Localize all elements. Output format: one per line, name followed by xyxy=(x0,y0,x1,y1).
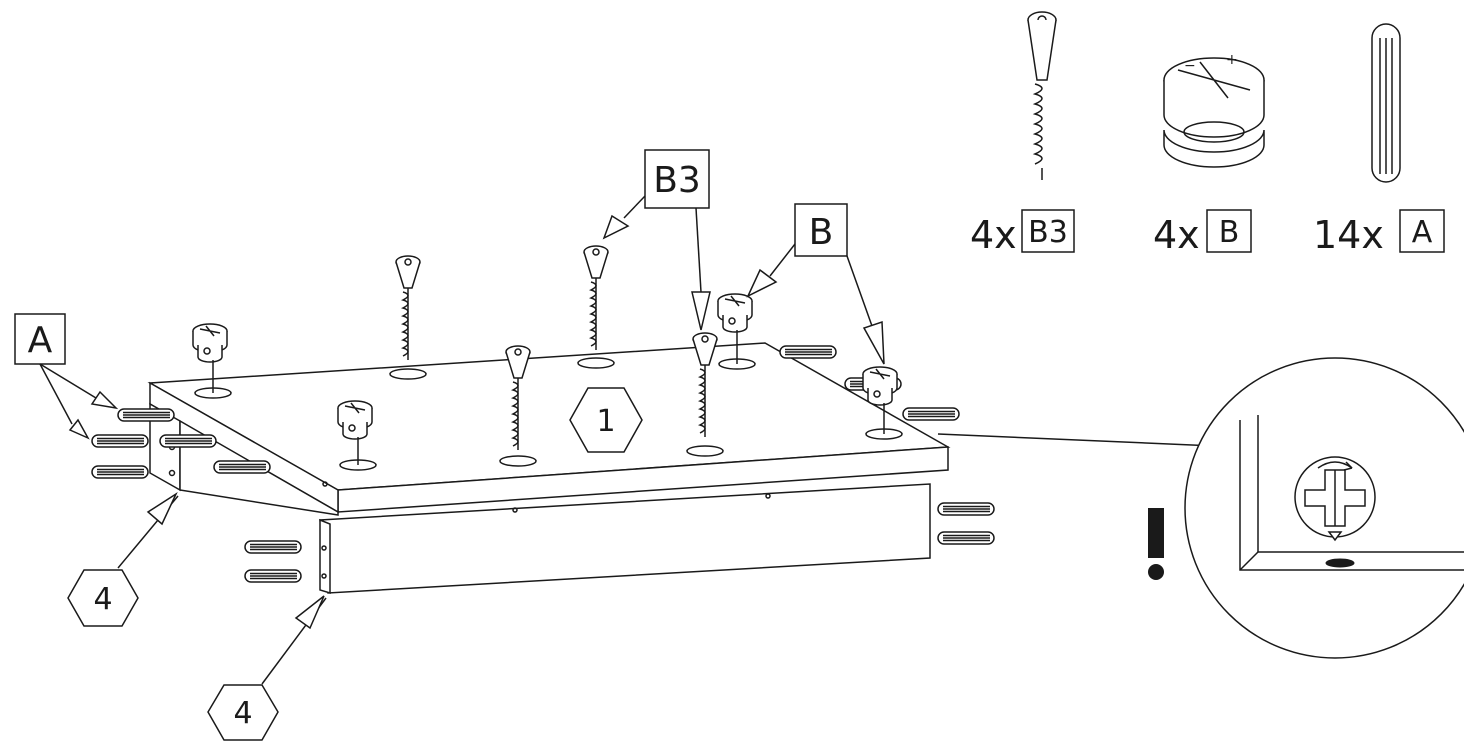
dowel xyxy=(117,408,175,422)
dowel xyxy=(244,540,302,554)
side-panel-front xyxy=(319,483,931,595)
parts-list-item-screw: 4x B3 xyxy=(970,209,1075,257)
callout-dowel: A xyxy=(14,313,119,440)
long-screw-icon xyxy=(1027,11,1057,180)
dowel xyxy=(937,502,995,516)
svg-text:+: + xyxy=(1226,52,1238,68)
step-number: 4 xyxy=(233,696,252,731)
wooden-dowel-icon xyxy=(1371,23,1401,183)
svg-text:−: − xyxy=(1184,58,1196,74)
callout-cam-lock: B xyxy=(746,203,885,365)
main-panel xyxy=(147,342,951,514)
step-number: 1 xyxy=(596,404,615,439)
screws xyxy=(389,245,724,467)
part-code: B xyxy=(1219,215,1240,250)
cam-lock xyxy=(717,293,753,333)
quantity-label: 4x xyxy=(970,213,1017,257)
long-screw xyxy=(395,255,421,361)
cam-lock xyxy=(337,400,373,440)
part-code: A xyxy=(1412,215,1433,250)
dowel xyxy=(779,345,837,359)
dowel xyxy=(91,465,149,479)
step-number: 4 xyxy=(93,582,112,617)
step-marker-main: 1 xyxy=(569,387,643,453)
warning-exclamation-icon: ! xyxy=(0,0,1164,580)
dowel xyxy=(937,531,995,545)
parts-list: − + 4x B3 4x B 14x A xyxy=(970,11,1445,257)
cam-lock xyxy=(862,366,898,406)
parts-list-item-dowel: 14x A xyxy=(1313,209,1445,257)
dowel xyxy=(902,407,960,421)
parts-list-item-cam-lock: 4x B xyxy=(1153,209,1252,257)
dowel xyxy=(159,434,217,448)
cam-lock xyxy=(192,323,228,363)
detail-magnifier xyxy=(937,357,1464,659)
callout-label: B xyxy=(809,212,834,253)
dowel xyxy=(91,434,149,448)
warning-symbol: ! xyxy=(0,0,1,1)
callout-screw: B3 xyxy=(602,149,711,331)
quantity-label: 14x xyxy=(1313,213,1384,257)
step-marker-left: 4 xyxy=(67,491,179,627)
long-screw xyxy=(583,245,609,351)
dowel xyxy=(213,460,271,474)
cam-locks xyxy=(192,293,903,471)
callout-label: B3 xyxy=(653,160,701,201)
callout-label: A xyxy=(28,320,53,361)
step-marker-front: 4 xyxy=(207,595,327,741)
cam-lock-icon: − + xyxy=(1163,52,1265,168)
dowel xyxy=(244,569,302,583)
quantity-label: 4x xyxy=(1153,213,1200,257)
part-code: B3 xyxy=(1028,215,1068,250)
